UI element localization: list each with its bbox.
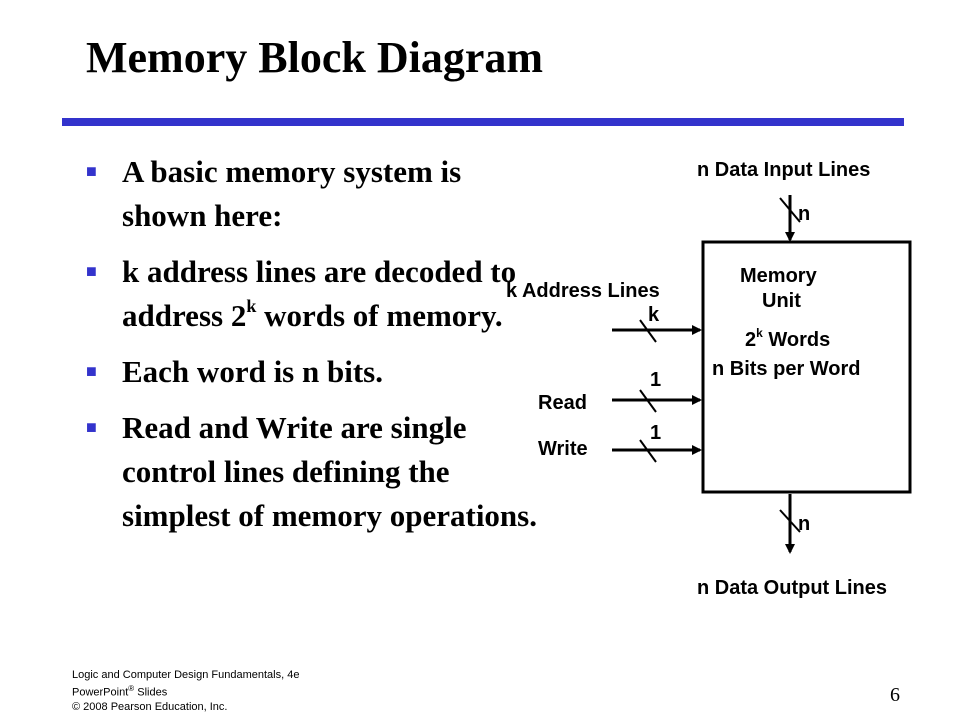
footer-slides: Slides — [134, 686, 168, 699]
bullet-text-pre: k address lines are decoded to address 2 — [122, 254, 517, 333]
read-bus-slash — [639, 389, 657, 413]
title-divider — [62, 118, 904, 126]
square-bullet-icon: ■ — [86, 161, 97, 181]
bullet-text: Each word is n bits. — [122, 354, 383, 389]
data-output-width-label: n — [798, 513, 811, 535]
square-bullet-icon: ■ — [86, 361, 97, 381]
memory-unit-subtitle: Unit — [762, 290, 801, 312]
square-bullet-icon: ■ — [86, 417, 97, 437]
read-label: Read — [538, 392, 587, 414]
write-width-label: 1 — [650, 422, 662, 444]
footer-slides-label: PowerPoint® Slides — [72, 682, 299, 700]
write-label: Write — [538, 438, 588, 460]
footer-book-title: Logic and Computer Design Fundamentals, … — [72, 669, 300, 681]
footer-powerpoint: PowerPoint — [72, 686, 129, 699]
words-base: 2 — [745, 329, 757, 351]
footer-copyright: © 2008 Pearson Education, Inc. — [72, 700, 228, 713]
bullet-item: ■ A basic memory system is shown here: — [86, 150, 546, 238]
address-width-label: k — [648, 304, 660, 326]
footer-registered-mark: ® — [128, 684, 135, 693]
bullet-text: Read and Write are single control lines … — [122, 410, 537, 533]
words-count-label: 2k Words — [745, 326, 831, 352]
data-input-bus-slash — [779, 197, 801, 223]
words-suffix: Words — [762, 329, 831, 351]
data-output-bus-slash — [779, 509, 801, 533]
words-exponent: k — [756, 326, 763, 340]
memory-unit-title: Memory — [740, 265, 817, 287]
square-bullet-icon: ■ — [86, 261, 97, 281]
data-output-label: n Data Output Lines — [697, 577, 887, 599]
data-input-label: n Data Input Lines — [697, 159, 871, 181]
bullet-superscript: k — [246, 296, 257, 316]
bits-per-word-label: n Bits per Word — [712, 358, 861, 380]
bullet-item: ■ Read and Write are single control line… — [86, 406, 546, 538]
address-label: k Address Lines — [506, 280, 660, 302]
slide-title: Memory Block Diagram — [86, 33, 543, 82]
footer-credit: Logic and Computer Design Fundamentals, … — [72, 668, 299, 714]
data-input-width-label: n — [798, 203, 811, 225]
bullet-list: ■ A basic memory system is shown here: ■… — [86, 150, 546, 550]
bullet-item: ■ k address lines are decoded to address… — [86, 250, 546, 338]
bullet-item: ■ Each word is n bits. — [86, 350, 546, 394]
bullet-text-post: words of memory. — [256, 298, 503, 333]
read-width-label: 1 — [650, 369, 662, 391]
bullet-text: A basic memory system is shown here: — [122, 154, 462, 233]
page-number: 6 — [890, 684, 900, 706]
